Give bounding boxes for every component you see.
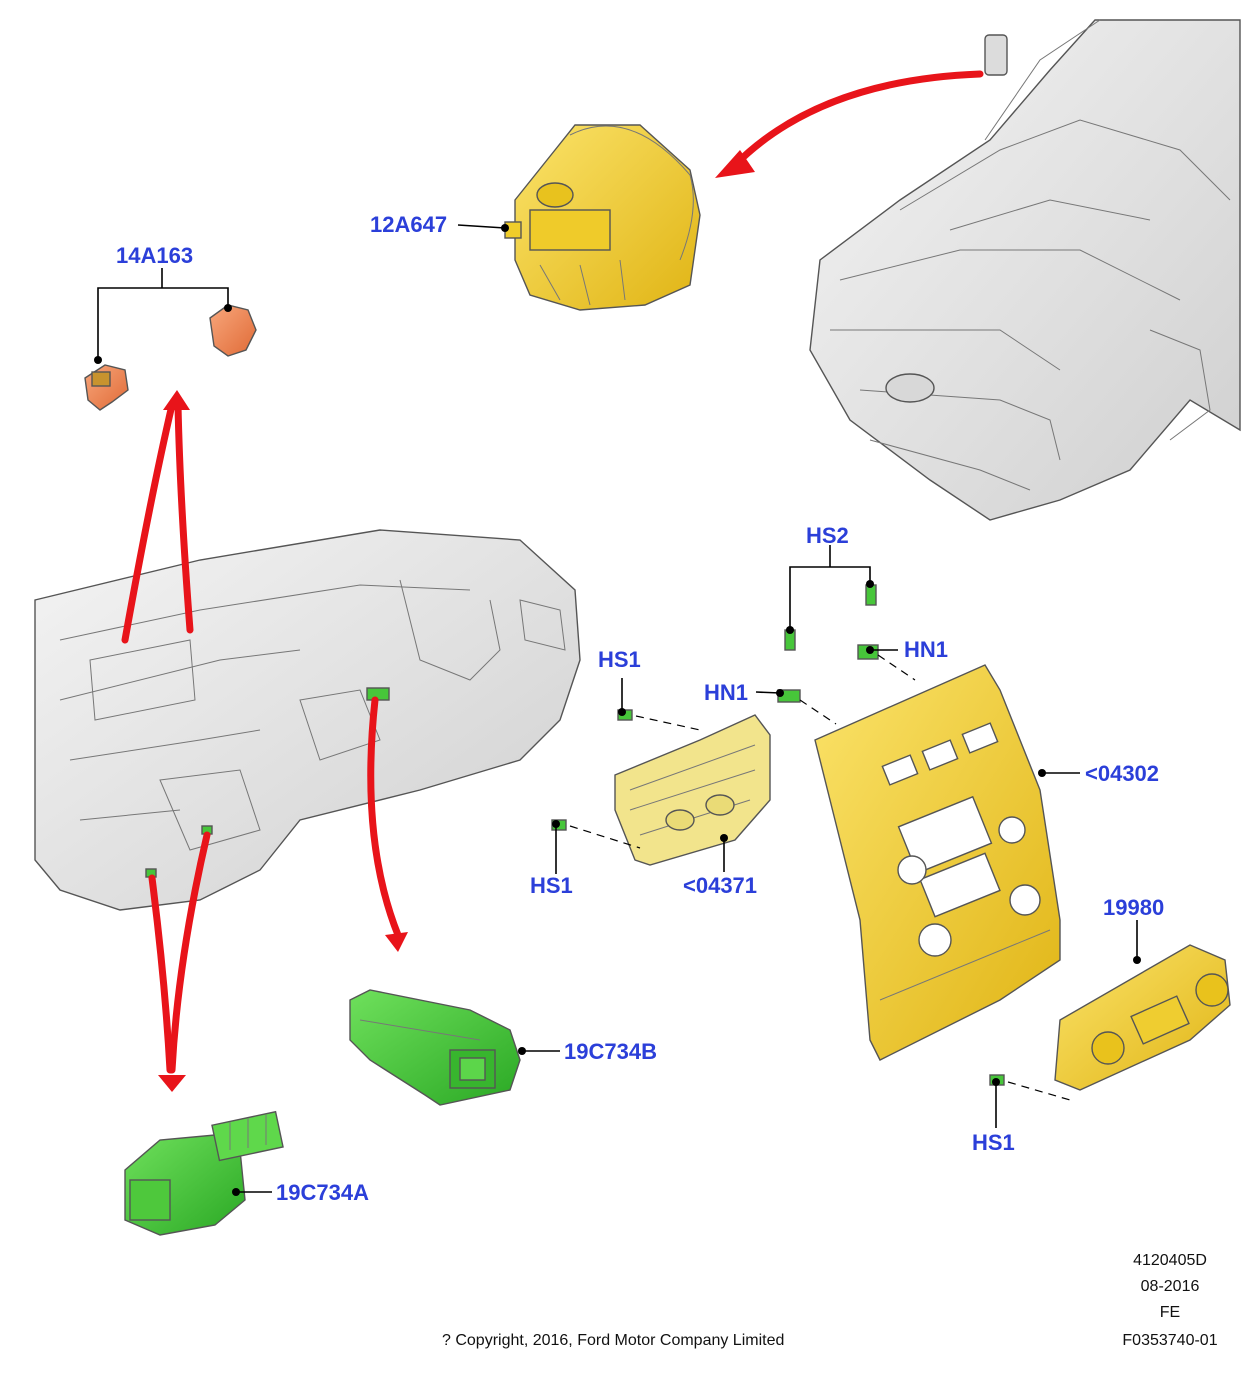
- footer-code: 4120405D: [1133, 1252, 1207, 1269]
- callout-hn1-left: HN1: [704, 680, 748, 705]
- callout-19c734b: 19C734B: [564, 1039, 657, 1064]
- callout-hn1-top: HN1: [904, 637, 948, 662]
- part-04302-illustration: [814, 664, 1061, 1061]
- callout-hs2: HS2: [806, 523, 849, 548]
- part-19c734b-illustration: [349, 989, 521, 1106]
- truck-illustration: [809, 19, 1241, 521]
- dashboard-illustration: [34, 529, 581, 911]
- part-19980-illustration: [1054, 944, 1231, 1091]
- red-arrows: [121, 70, 984, 1092]
- footer-author: FE: [1159, 1304, 1181, 1321]
- callout-hs1-right: HS1: [972, 1130, 1015, 1155]
- part-19c734a-illustration: [124, 1110, 284, 1236]
- footer-figure: F0353740-01: [1122, 1332, 1218, 1349]
- leader-lines: [94, 224, 1141, 1196]
- part-12a647-illustration: [504, 124, 701, 311]
- callout-04371: <04371: [683, 873, 757, 898]
- footer-date: 08-2016: [1140, 1278, 1200, 1295]
- callout-19c734a: 19C734A: [276, 1180, 369, 1205]
- footer-copyright: ? Copyright, 2016, Ford Motor Company Li…: [442, 1332, 785, 1349]
- callout-14a163: 14A163: [116, 243, 193, 268]
- part-14a163-illustration: [84, 304, 257, 411]
- callout-19980: 19980: [1103, 895, 1164, 920]
- part-04371-illustration: [614, 714, 771, 866]
- callout-04302: <04302: [1085, 761, 1159, 786]
- callout-hs1-lower: HS1: [530, 873, 573, 898]
- callout-12a647: 12A647: [370, 212, 447, 237]
- callout-hs1-upper: HS1: [598, 647, 641, 672]
